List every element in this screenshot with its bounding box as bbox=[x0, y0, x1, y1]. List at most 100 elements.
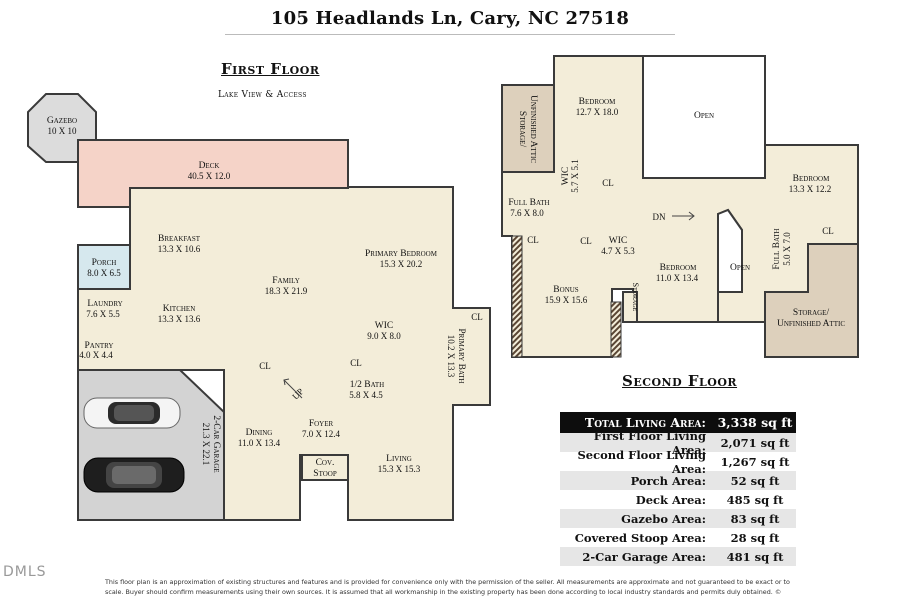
deck-label: Deck bbox=[199, 161, 220, 171]
summary-row-label: Second Floor Living Area: bbox=[577, 447, 706, 476]
wic2-dims: 4.7 X 5.3 bbox=[601, 246, 635, 256]
kitchen-dims: 13.3 X 13.6 bbox=[158, 314, 201, 324]
summary-row: Covered Stoop Area: 28 sq ft bbox=[560, 528, 796, 547]
closet-label: CL bbox=[822, 226, 834, 236]
second-floor-labels: Storage/ Unfinished Attic Bedroom 12.7 X… bbox=[508, 95, 845, 329]
full-bath2-label: Full Bath bbox=[772, 228, 782, 269]
closet-label: CL bbox=[527, 235, 539, 245]
first-floor-title: First Floor bbox=[221, 60, 320, 78]
family-label: Family bbox=[272, 276, 300, 286]
closet-label: CL bbox=[259, 361, 271, 371]
bonus-label: Bonus bbox=[553, 285, 579, 295]
primary-bedroom-dims: 15.3 X 20.2 bbox=[380, 259, 423, 269]
summary-row-value: 28 sq ft bbox=[730, 530, 780, 545]
full-bath2-dims: 5.0 X 7.0 bbox=[782, 232, 792, 266]
laundry-dims: 7.6 X 5.5 bbox=[86, 309, 120, 319]
closet-label: CL bbox=[471, 312, 483, 322]
primary-bedroom-label: Primary Bedroom bbox=[365, 249, 438, 259]
summary-row: First Floor Living Area: 2,071 sq ft bbox=[560, 429, 796, 457]
area-summary-table: Total Living Area: 3,338 sq ft First Flo… bbox=[560, 412, 796, 566]
bedroom1-dims: 12.7 X 18.0 bbox=[576, 107, 619, 117]
kitchen-label: Kitchen bbox=[163, 304, 196, 314]
foyer-dims: 7.0 X 12.4 bbox=[302, 429, 340, 439]
second-floor-title: Second Floor bbox=[622, 372, 738, 390]
primary-bath-label: Primary Bath bbox=[456, 328, 466, 383]
full-bath1-label: Full Bath bbox=[508, 198, 549, 208]
stoop-shape bbox=[301, 454, 349, 481]
storage-right-label-line1: Storage/ bbox=[793, 308, 830, 318]
garage-dims: 21.3 X 22.1 bbox=[201, 423, 211, 466]
bedroom2-label: Bedroom bbox=[793, 174, 830, 184]
summary-row-label: Porch Area: bbox=[630, 473, 706, 488]
storage-right-label-line2: Unfinished Attic bbox=[777, 319, 845, 329]
stairs-down-label: DN bbox=[653, 212, 666, 222]
wic-label: WIC bbox=[375, 321, 393, 331]
garage-cars bbox=[83, 397, 185, 493]
full-bath1-dims: 7.6 X 8.0 bbox=[510, 208, 544, 218]
summary-row-label: First Floor Living Area: bbox=[593, 428, 706, 457]
black-car-icon bbox=[83, 457, 185, 493]
gazebo-dims: 10 X 10 bbox=[48, 126, 77, 136]
gazebo-label: Gazebo bbox=[47, 116, 77, 126]
stairs-down-arrow-icon bbox=[672, 211, 695, 221]
total-living-area-value: 3,338 sq ft bbox=[717, 415, 793, 430]
deck-dims: 40.5 X 12.0 bbox=[188, 171, 231, 181]
summary-row: Gazebo Area: 83 sq ft bbox=[560, 509, 796, 528]
primary-bath-dims: 10.2 X 13.3 bbox=[446, 335, 456, 378]
wic1-label: WIC bbox=[561, 167, 571, 185]
porch-dims: 8.0 X 6.5 bbox=[87, 268, 121, 278]
half-bath-dims: 5.8 X 4.5 bbox=[349, 390, 383, 400]
summary-row-label: Deck Area: bbox=[635, 492, 706, 507]
total-living-area-row: Total Living Area: 3,338 sq ft bbox=[560, 412, 796, 433]
summary-row-value: 481 sq ft bbox=[726, 549, 784, 564]
dining-label: Dining bbox=[246, 428, 273, 438]
bedroom3-dims: 11.0 X 13.4 bbox=[656, 273, 699, 283]
family-dims: 18.3 X 21.9 bbox=[265, 286, 308, 296]
total-living-area-label: Total Living Area: bbox=[584, 415, 706, 430]
stairs-up-arrow-icon bbox=[283, 378, 303, 399]
summary-row: 2-Car Garage Area: 481 sq ft bbox=[560, 547, 796, 566]
stair-hatch-right bbox=[610, 301, 622, 358]
pantry-label: Pantry bbox=[84, 341, 113, 351]
wic-dims: 9.0 X 8.0 bbox=[367, 331, 401, 341]
first-floor-labels: Gazebo 10 X 10 Deck 40.5 X 12.0 Porch 8.… bbox=[47, 116, 483, 479]
living-dims: 15.3 X 15.3 bbox=[378, 464, 421, 474]
summary-row-label: Gazebo Area: bbox=[621, 511, 706, 526]
open-area-mid bbox=[717, 208, 743, 293]
wic1-dims: 5.7 X 5.1 bbox=[570, 159, 580, 193]
summary-row: Deck Area: 485 sq ft bbox=[560, 490, 796, 509]
summary-row-value: 2,071 sq ft bbox=[720, 435, 790, 450]
stoop-label-line2: Stoop bbox=[313, 469, 337, 479]
pantry-dims: 4.0 X 4.4 bbox=[79, 350, 113, 360]
wic2-label: WIC bbox=[609, 236, 627, 246]
foyer-label: Foyer bbox=[309, 419, 334, 429]
mls-logo: DMLS bbox=[3, 564, 47, 580]
property-address: 105 Headlands Ln, Cary, NC 27518 bbox=[270, 8, 630, 29]
living-label: Living bbox=[386, 454, 412, 464]
closet-label: CL bbox=[580, 236, 592, 246]
summary-row: Porch Area: 52 sq ft bbox=[560, 471, 796, 490]
summary-row-value: 83 sq ft bbox=[730, 511, 780, 526]
summary-row-value: 52 sq ft bbox=[730, 473, 780, 488]
storage-left-label-line1: Storage/ bbox=[517, 111, 527, 148]
dining-dims: 11.0 X 13.4 bbox=[238, 438, 281, 448]
bonus-dims: 15.9 X 15.6 bbox=[545, 295, 588, 305]
bedroom3-label: Bedroom bbox=[660, 263, 697, 273]
open-mid-label: Open bbox=[730, 263, 750, 273]
open-top-label: Open bbox=[694, 111, 714, 121]
storage-left-label-line2: Unfinished Attic bbox=[528, 95, 538, 163]
closet-label: CL bbox=[350, 358, 362, 368]
disclaimer-text: This floor plan is an approximation of e… bbox=[105, 578, 790, 596]
summary-row-label: Covered Stoop Area: bbox=[574, 530, 706, 545]
stair-hatch-left bbox=[511, 235, 523, 358]
bedroom2-dims: 13.3 X 12.2 bbox=[789, 184, 832, 194]
half-bath-label: 1/2 Bath bbox=[350, 380, 384, 390]
closet-label: CL bbox=[602, 178, 614, 188]
storage-right-shape bbox=[764, 243, 859, 358]
second-floor-plan bbox=[501, 55, 859, 358]
summary-row-label: 2-Car Garage Area: bbox=[582, 549, 706, 564]
summary-row: Second Floor Living Area: 1,267 sq ft bbox=[560, 448, 796, 476]
storage-left-shape bbox=[501, 84, 555, 173]
breakfast-label: Breakfast bbox=[158, 234, 201, 244]
